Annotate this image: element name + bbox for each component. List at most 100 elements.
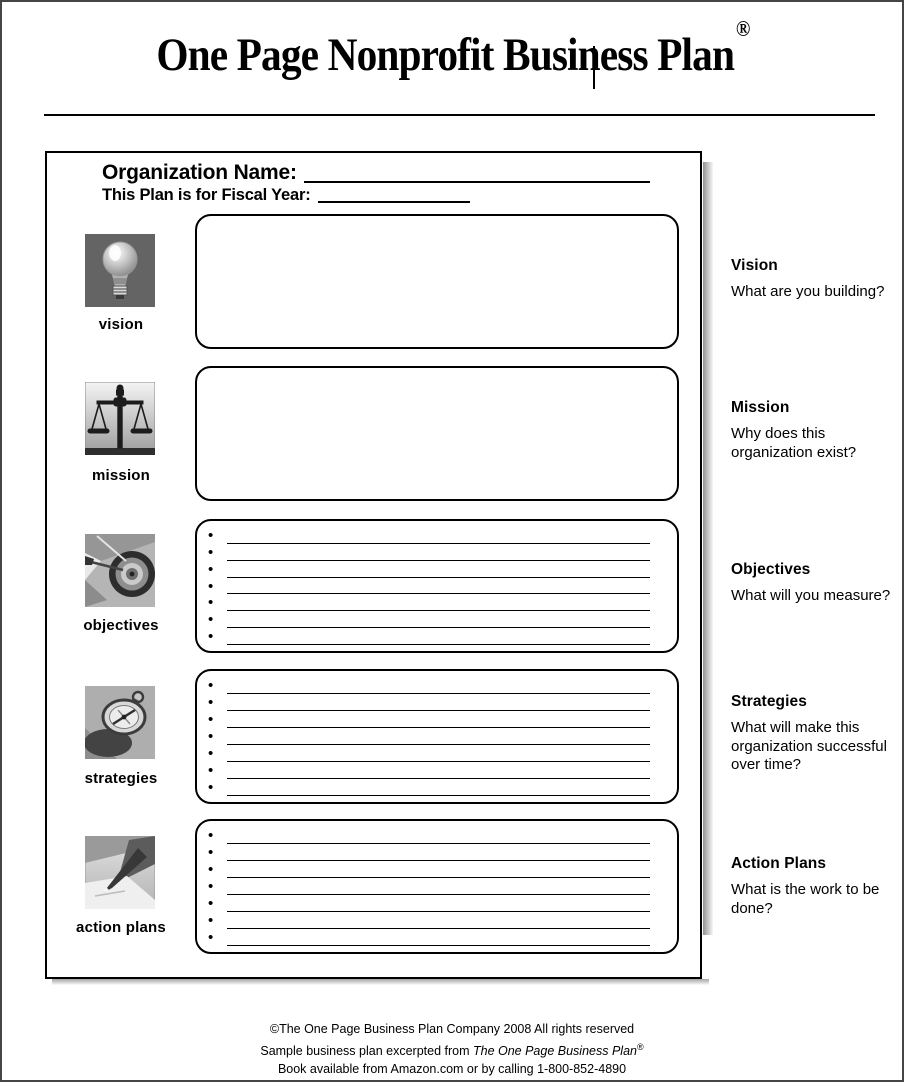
bullet-line-row: • bbox=[208, 629, 650, 646]
bullet-line-row: • bbox=[208, 579, 650, 596]
compass-icon bbox=[85, 686, 155, 759]
write-line-field[interactable] bbox=[227, 894, 650, 895]
bullet-line-row: • bbox=[208, 828, 650, 845]
bullet-line-row: • bbox=[208, 729, 650, 746]
bullet-icon: • bbox=[208, 762, 214, 779]
bullet-icon: • bbox=[208, 611, 214, 629]
dartboard-icon bbox=[85, 534, 155, 607]
write-line-field[interactable] bbox=[227, 928, 650, 929]
fiscal-year-field[interactable] bbox=[318, 186, 471, 203]
write-line-field[interactable] bbox=[227, 860, 650, 861]
bullet-icon: • bbox=[208, 577, 214, 595]
footer-book-title: The One Page Business Plan bbox=[472, 1044, 637, 1059]
bullet-line-row: • bbox=[208, 545, 650, 562]
footer-copyright: ©The One Page Business Plan Company 2008… bbox=[269, 1022, 635, 1036]
bullet-line-row: • bbox=[208, 678, 650, 695]
bullet-icon: • bbox=[208, 594, 214, 612]
vision-input-box[interactable] bbox=[195, 214, 679, 349]
organization-name-field[interactable] bbox=[303, 161, 650, 183]
write-line-field[interactable] bbox=[227, 593, 650, 595]
box-drop-shadow-bottom bbox=[52, 979, 709, 985]
organization-name-row: Organization Name: bbox=[102, 161, 650, 185]
bullet-line-row: • bbox=[208, 612, 650, 629]
bullet-icon: • bbox=[208, 878, 214, 895]
write-line-field[interactable] bbox=[227, 693, 650, 694]
bullet-line-row: • bbox=[208, 528, 650, 545]
bullet-icon: • bbox=[208, 745, 214, 762]
annotation-vision-heading: Vision bbox=[731, 257, 778, 274]
mission-input-box[interactable] bbox=[195, 366, 679, 501]
title-divider bbox=[44, 114, 875, 116]
write-line-field[interactable] bbox=[227, 627, 650, 629]
annotation-action-plans-question: What is the work to be done? bbox=[731, 881, 880, 917]
write-line-field[interactable] bbox=[227, 778, 650, 779]
fiscal-year-label: This Plan is for Fiscal Year: bbox=[102, 186, 311, 204]
strategies-input-box[interactable]: ••••••• bbox=[195, 669, 679, 804]
write-line-field[interactable] bbox=[227, 559, 650, 561]
annotation-mission-question: Why does this organization exist? bbox=[731, 425, 857, 461]
write-line-field[interactable] bbox=[227, 644, 650, 646]
write-line-field[interactable] bbox=[227, 795, 650, 796]
organization-name-label: Organization Name: bbox=[102, 161, 297, 184]
annotation-objectives: Objectives What will you measure? bbox=[731, 561, 902, 606]
bullet-icon: • bbox=[208, 560, 214, 578]
write-line-field[interactable] bbox=[227, 911, 650, 912]
scales-icon bbox=[85, 382, 155, 455]
objectives-input-box[interactable]: ••••••• bbox=[195, 519, 679, 653]
bullet-icon: • bbox=[208, 844, 214, 861]
bullet-line-row: • bbox=[208, 763, 650, 780]
write-line-field[interactable] bbox=[227, 744, 650, 745]
write-line-field[interactable] bbox=[227, 877, 650, 878]
fiscal-year-row: This Plan is for Fiscal Year: bbox=[102, 186, 471, 205]
annotation-mission-heading: Mission bbox=[731, 399, 790, 416]
annotation-vision-question: What are you building? bbox=[731, 283, 885, 300]
bullet-line-row: • bbox=[208, 879, 650, 896]
bullet-icon: • bbox=[208, 694, 214, 711]
footer-source-prefix: Sample business plan excerpted from bbox=[260, 1044, 473, 1059]
bullet-icon: • bbox=[208, 677, 214, 694]
section-label-objectives: objectives bbox=[83, 617, 159, 634]
bullet-icon: • bbox=[208, 827, 214, 844]
annotation-objectives-heading: Objectives bbox=[731, 561, 811, 578]
bullet-line-row: • bbox=[208, 780, 650, 797]
footer: ©The One Page Business Plan Company 2008… bbox=[2, 1020, 902, 1078]
action-plans-input-box[interactable]: ••••••• bbox=[195, 819, 679, 954]
section-label-action-plans: action plans bbox=[76, 919, 166, 936]
annotation-objectives-question: What will you measure? bbox=[731, 587, 891, 604]
bullet-icon: • bbox=[208, 861, 214, 878]
section-label-strategies: strategies bbox=[84, 770, 158, 787]
write-line-field[interactable] bbox=[227, 710, 650, 711]
bullet-line-row: • bbox=[208, 913, 650, 930]
annotation-strategies-heading: Strategies bbox=[731, 693, 807, 710]
bullet-icon: • bbox=[208, 628, 214, 646]
bullet-icon: • bbox=[208, 912, 214, 929]
write-line-field[interactable] bbox=[227, 576, 650, 578]
bullet-line-row: • bbox=[208, 845, 650, 862]
write-line-field[interactable] bbox=[227, 945, 650, 946]
footer-source: Sample business plan excerpted from The … bbox=[2, 1038, 902, 1060]
text-cursor bbox=[593, 46, 595, 89]
bullet-line-row: • bbox=[208, 896, 650, 913]
bullet-line-row: • bbox=[208, 930, 650, 947]
write-line-field[interactable] bbox=[227, 610, 650, 612]
write-line-field[interactable] bbox=[227, 761, 650, 762]
bullet-icon: • bbox=[208, 779, 214, 796]
bullet-line-row: • bbox=[208, 695, 650, 712]
annotation-strategies: Strategies What will make this organizat… bbox=[731, 693, 902, 775]
bullet-icon: • bbox=[208, 929, 214, 946]
writing-hand-icon bbox=[85, 836, 155, 909]
lightbulb-icon bbox=[85, 234, 155, 307]
footer-trademark-symbol: ® bbox=[636, 1042, 644, 1052]
box-drop-shadow-right bbox=[703, 162, 713, 935]
registered-trademark-symbol: ® bbox=[735, 16, 750, 42]
page-title-text: One Page Nonprofit Business Plan bbox=[156, 29, 735, 81]
bullet-icon: • bbox=[208, 543, 214, 561]
bullet-icon: • bbox=[208, 711, 214, 728]
write-line-field[interactable] bbox=[227, 542, 650, 544]
write-line-field[interactable] bbox=[227, 727, 650, 728]
bullet-line-row: • bbox=[208, 746, 650, 763]
section-label-mission: mission bbox=[91, 467, 151, 484]
annotation-vision: Vision What are you building? bbox=[731, 257, 902, 302]
write-line-field[interactable] bbox=[227, 843, 650, 844]
